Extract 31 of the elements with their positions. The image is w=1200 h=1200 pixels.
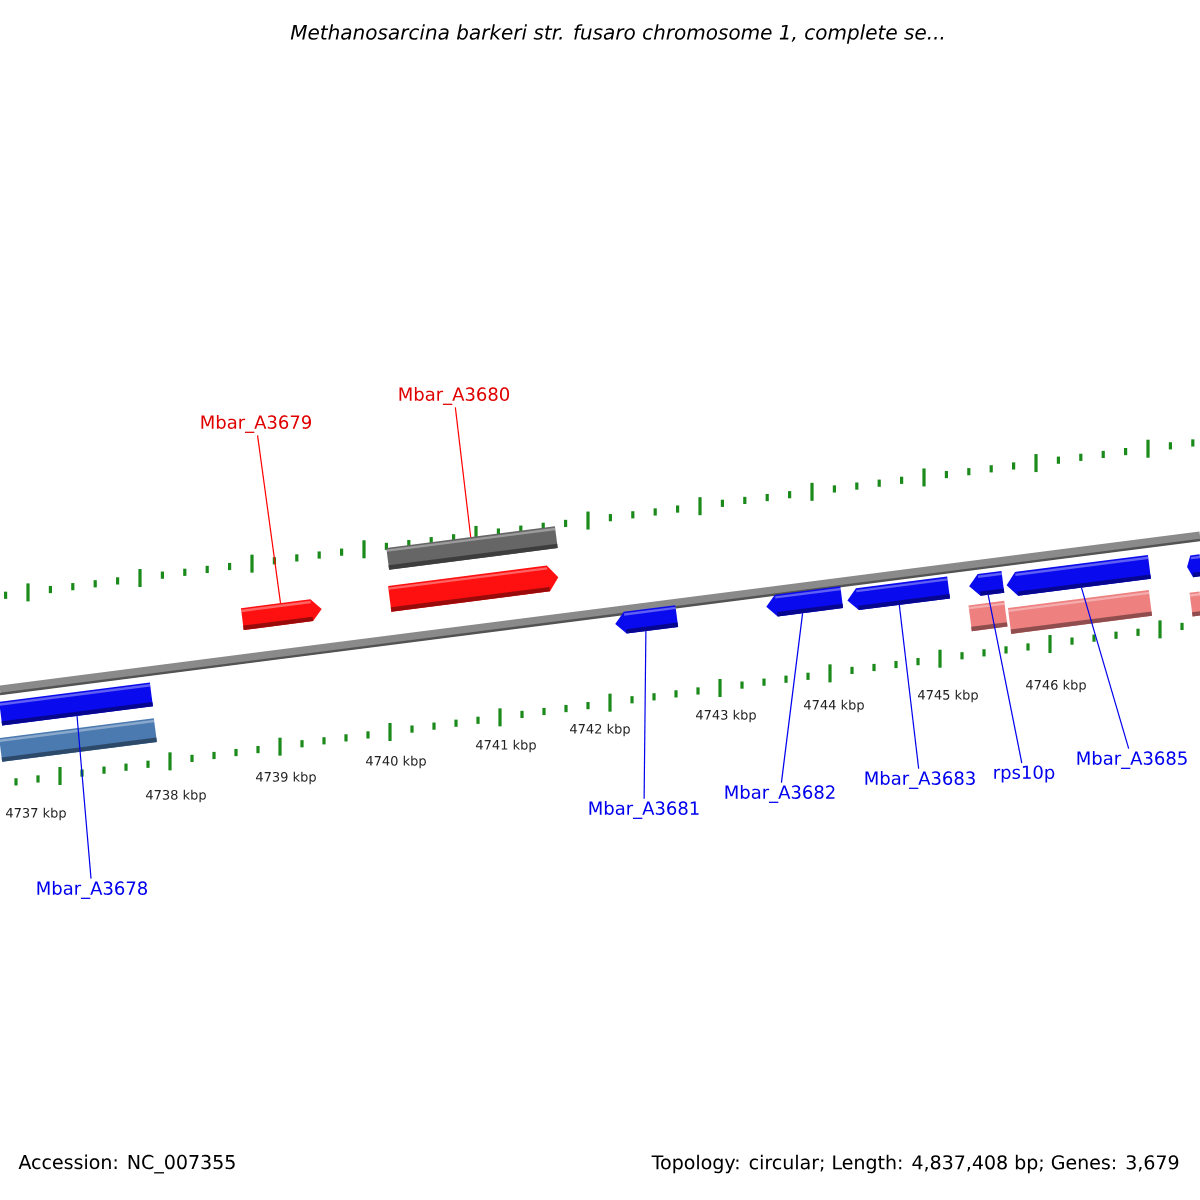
gene-block: [1187, 554, 1200, 578]
title: Methanosarcina barkeri str. fusaro chromosome 1, complete se...: [290, 24, 944, 44]
gene-label: Mbar_A3681: [589, 801, 699, 819]
gene-block: [766, 586, 844, 617]
gene-block: [388, 565, 559, 612]
gene-block: [0, 718, 157, 762]
leader-line: [76, 715, 92, 880]
leader-line: [898, 604, 920, 770]
gene-block: [968, 600, 1008, 632]
gene-label: Mbar_A3680: [399, 387, 510, 405]
leader-line: [643, 630, 647, 800]
gene-block: [969, 570, 1005, 596]
gene-block: [240, 599, 322, 630]
leader-line: [987, 594, 1023, 764]
gene-block: [847, 576, 950, 611]
gene-block: [0, 682, 153, 726]
gene-label: Mbar_A3683: [865, 771, 975, 789]
leader-line: [780, 612, 804, 784]
gene-block: [1189, 591, 1200, 617]
gene-label: Mbar_A3685: [1077, 751, 1187, 769]
leader-line: [1080, 587, 1130, 750]
gene-label: rps10p: [994, 765, 1055, 783]
leader-line: [454, 406, 472, 538]
accession-text: Accession: NC_007355: [18, 1154, 235, 1174]
gene-label: Mbar_A3679: [201, 415, 311, 433]
gene-block: [615, 605, 679, 634]
gene-label: Mbar_A3678: [37, 881, 147, 899]
gene-block: [386, 526, 558, 570]
gene-label: Mbar_A3682: [725, 785, 835, 803]
leader-line: [256, 434, 282, 604]
genome-info-text: Topology: circular; Length: 4,837,408 bp; Genes: 3,679: [651, 1154, 1179, 1174]
